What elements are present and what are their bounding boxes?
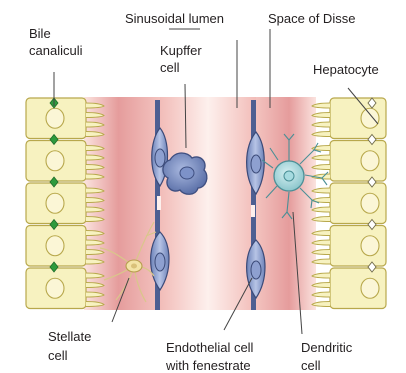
kupffer-cell-label-line2: cell (160, 60, 180, 75)
space-of-disse-label: Space of Disse (268, 11, 355, 26)
hepatocyte-label: Hepatocyte (313, 62, 379, 77)
sinusoid-background (84, 97, 316, 310)
hepatocyte-cell-icon (312, 226, 386, 267)
bile-canaliculi-label-line2: canaliculi (29, 43, 83, 58)
dendritic-cell-label-line2: cell (301, 358, 321, 373)
bile-canaliculi-label-line1: Bile (29, 26, 51, 41)
dendritic-cell-label-line1: Dendritic (301, 340, 353, 355)
endothelial-cell-label-line2: with fenestrate (165, 358, 251, 373)
hepatocyte-plate-right (312, 98, 386, 309)
hepatocyte-cell-icon (312, 141, 386, 182)
stellate-cell-label-line2: cell (48, 348, 68, 363)
sinusoidal-lumen-label: Sinusoidal lumen (125, 11, 224, 26)
kupffer-cell-label-line1: Kupffer (160, 43, 202, 58)
endothelial-cell-label-line1: Endothelial cell (166, 340, 254, 355)
hepatocyte-cell-icon (312, 268, 386, 309)
hepatocyte-cell-icon (312, 183, 386, 224)
stellate-cell-label-line1: Stellate (48, 329, 91, 344)
